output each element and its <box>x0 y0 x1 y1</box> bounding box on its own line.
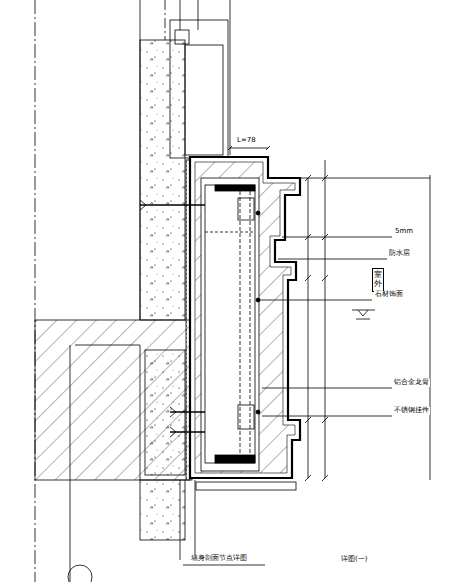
annotation-label: 不锈钢挂件 <box>393 407 430 415</box>
drawing-caption: 墙身剖面节点详图 <box>190 555 248 563</box>
region-text: 室外 <box>374 271 382 289</box>
annotation-label: 石材饰面 <box>374 291 404 299</box>
annotation-label: L=78 <box>236 137 257 145</box>
annotation-label: 5mm <box>394 228 414 236</box>
annotation-label: 详图(一) <box>340 556 368 564</box>
region-tag: 室外 <box>372 268 384 292</box>
annotation-label: 防水层 <box>388 250 411 258</box>
annotation-label: 铝合金龙骨 <box>393 379 430 387</box>
